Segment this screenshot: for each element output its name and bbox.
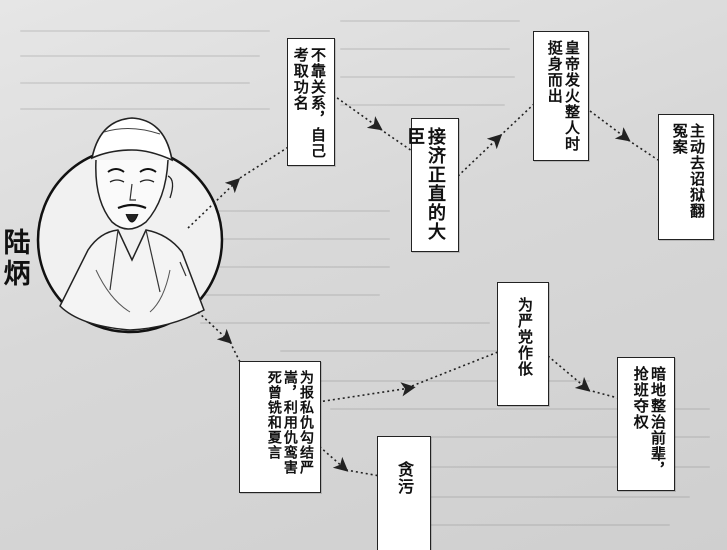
ghost-line bbox=[330, 408, 710, 410]
name-char-2: 炳 bbox=[3, 259, 31, 291]
arrow-b5-to-b7 bbox=[317, 382, 416, 403]
ghost-line bbox=[430, 496, 690, 498]
box-overturn-cases-text: 主动去诏狱翻冤案 bbox=[670, 123, 706, 219]
ghost-line bbox=[430, 466, 710, 468]
arrow-b5-to-b6 bbox=[311, 439, 349, 472]
line-to-b7 bbox=[411, 351, 499, 387]
box-yan-party-text: 为严党作伥 bbox=[516, 297, 534, 377]
ghost-line bbox=[340, 76, 515, 78]
line-to-b4 bbox=[627, 139, 659, 161]
ghost-line bbox=[20, 108, 270, 110]
arrow-b7-to-b8 bbox=[547, 355, 591, 392]
line-to-b3 bbox=[499, 103, 535, 137]
portrait-face bbox=[95, 159, 169, 230]
box-revenge: 为报私仇勾结严嵩，利用仇鸾害死曾铣和夏言 bbox=[239, 361, 321, 493]
ghost-line bbox=[290, 380, 590, 382]
ghost-line bbox=[140, 294, 380, 296]
ghost-line bbox=[340, 104, 505, 106]
person-name: 陆 炳 bbox=[0, 228, 34, 290]
ghost-line bbox=[140, 238, 390, 240]
box-aid-ministers: 接济正直的大臣 bbox=[404, 118, 459, 252]
line-to-b1 bbox=[239, 145, 291, 179]
portrait-hat bbox=[90, 117, 174, 162]
connector-lines bbox=[187, 94, 659, 477]
ghost-line bbox=[140, 266, 390, 268]
arrow-b3-to-b4 bbox=[585, 107, 631, 142]
ghost-line bbox=[20, 30, 270, 32]
box-corruption-text: 贪污 bbox=[395, 461, 414, 495]
ghost-line bbox=[340, 48, 510, 50]
line-to-b2 bbox=[379, 128, 413, 152]
box-self-exam-text: 不靠关系，自己考取功名 bbox=[291, 47, 327, 159]
box-stand-up: 皇帝发火整人时挺身而出 bbox=[533, 31, 589, 161]
ghost-line bbox=[280, 350, 500, 352]
box-stand-up-text: 皇帝发火整人时挺身而出 bbox=[545, 40, 581, 152]
box-yan-party: 为严党作伥 bbox=[497, 282, 549, 406]
box-aid-ministers-text: 接济正直的大臣 bbox=[404, 127, 446, 241]
line-to-b5 bbox=[229, 341, 241, 363]
name-char-1: 陆 bbox=[3, 228, 31, 259]
portrait bbox=[36, 117, 224, 334]
box-revenge-text: 为报私仇勾结严嵩，利用仇鸾害死曾铣和夏言 bbox=[265, 370, 314, 475]
box-corruption: 贪污 bbox=[377, 436, 431, 550]
arrow-b2-to-b3 bbox=[457, 134, 503, 177]
box-seize-power-text: 暗地整治前辈，抢班夺权 bbox=[631, 366, 667, 478]
box-overturn-cases: 主动去诏狱翻冤案 bbox=[658, 114, 714, 240]
line-to-b6 bbox=[345, 469, 381, 477]
ghost-line bbox=[430, 436, 710, 438]
portrait-robe bbox=[59, 229, 205, 331]
arrow-b1-to-b2 bbox=[332, 94, 383, 131]
ghost-line bbox=[20, 82, 250, 84]
ghost-line bbox=[430, 524, 670, 526]
box-seize-power: 暗地整治前辈，抢班夺权 bbox=[617, 357, 675, 491]
line-to-b8 bbox=[587, 389, 619, 399]
arrow-portrait-to-b5 bbox=[197, 311, 233, 344]
ghost-line bbox=[150, 210, 390, 212]
box-self-exam: 不靠关系，自己考取功名 bbox=[287, 38, 335, 166]
ghost-line bbox=[20, 55, 260, 57]
arrow-portrait-to-b1 bbox=[187, 178, 241, 229]
ghost-line bbox=[200, 322, 490, 324]
ghost-line bbox=[340, 20, 520, 22]
